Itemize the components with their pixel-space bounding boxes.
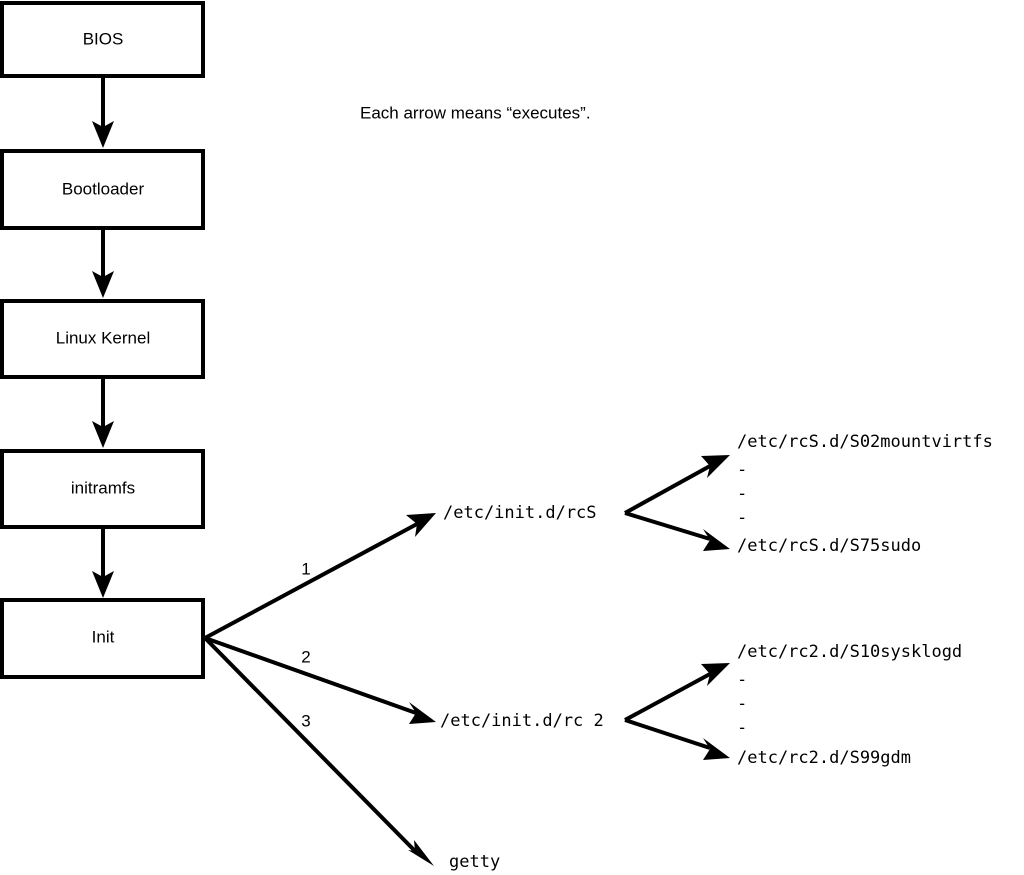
linux-kernel-label: Linux Kernel bbox=[56, 328, 151, 347]
arrow-init-branch-1 bbox=[204, 513, 436, 640]
rc2-script-first: /etc/rc2.d/S10sysklogd bbox=[737, 642, 962, 662]
arrow-rcs-to-first-script bbox=[624, 455, 730, 515]
arrow-rcs-to-last-script bbox=[624, 511, 730, 551]
node-init[interactable]: Init bbox=[0, 598, 205, 679]
bootloader-label: Bootloader bbox=[62, 179, 145, 198]
node-linux-kernel[interactable]: Linux Kernel bbox=[0, 299, 205, 379]
node-initramfs[interactable]: initramfs bbox=[0, 449, 205, 529]
rcs-script-last: /etc/rcS.d/S75sudo bbox=[737, 536, 921, 556]
arrowhead-icon bbox=[92, 271, 114, 298]
init-box[interactable] bbox=[0, 598, 205, 679]
init-label: Init bbox=[92, 627, 115, 646]
edge-number-3: 3 bbox=[301, 711, 310, 730]
diagram-caption: Each arrow means “executes”. bbox=[360, 103, 591, 122]
arrowhead-icon bbox=[701, 455, 730, 478]
arrow-initramfs-to-init bbox=[92, 527, 114, 598]
edge-number-1: 1 bbox=[301, 559, 310, 578]
node-bios[interactable]: BIOS bbox=[0, 1, 205, 78]
arrowhead-icon bbox=[408, 840, 434, 866]
arrow-rc2-to-last-script bbox=[624, 718, 730, 760]
edge-number-2: 2 bbox=[301, 647, 310, 666]
arrow-rc2-to-first-script bbox=[624, 663, 730, 722]
initramfs-box[interactable] bbox=[0, 449, 205, 529]
rc2-ellipsis-dash: - bbox=[737, 694, 747, 714]
arrowhead-icon bbox=[703, 529, 730, 551]
rcs-ellipsis-dash: - bbox=[737, 460, 747, 480]
rcs-script-first: /etc/rcS.d/S02mountvirtfs bbox=[737, 432, 993, 452]
node-bootloader[interactable]: Bootloader bbox=[0, 149, 205, 230]
arrowhead-icon bbox=[701, 663, 730, 686]
initramfs-label: initramfs bbox=[71, 478, 135, 497]
arrowhead-icon bbox=[92, 571, 114, 598]
rc2-ellipsis-dash: - bbox=[737, 718, 747, 738]
arrowhead-icon bbox=[703, 738, 730, 760]
arrow-bios-to-bootloader bbox=[92, 76, 114, 148]
bios-label: BIOS bbox=[83, 29, 124, 48]
node-rc2-label[interactable]: /etc/init.d/rc 2 bbox=[440, 711, 604, 731]
bios-box[interactable] bbox=[0, 1, 205, 78]
arrowhead-icon bbox=[92, 421, 114, 448]
rc2-ellipsis-dash: - bbox=[737, 670, 747, 690]
node-getty-label[interactable]: getty bbox=[449, 852, 500, 872]
arrowhead-icon bbox=[92, 121, 114, 148]
rc2-script-last: /etc/rc2.d/S99gdm bbox=[737, 748, 911, 768]
rcs-ellipsis-dash: - bbox=[737, 484, 747, 504]
arrowhead-icon bbox=[409, 702, 436, 724]
node-rcs-label[interactable]: /etc/init.d/rcS bbox=[443, 503, 597, 523]
arrow-kernel-to-initramfs bbox=[92, 377, 114, 448]
arrow-init-branch-2 bbox=[204, 636, 436, 724]
rcs-ellipsis-dash: - bbox=[737, 508, 747, 528]
arrowhead-icon bbox=[406, 513, 436, 537]
arrow-bootloader-to-kernel bbox=[92, 228, 114, 298]
arrow-init-branch-3 bbox=[203, 636, 434, 866]
